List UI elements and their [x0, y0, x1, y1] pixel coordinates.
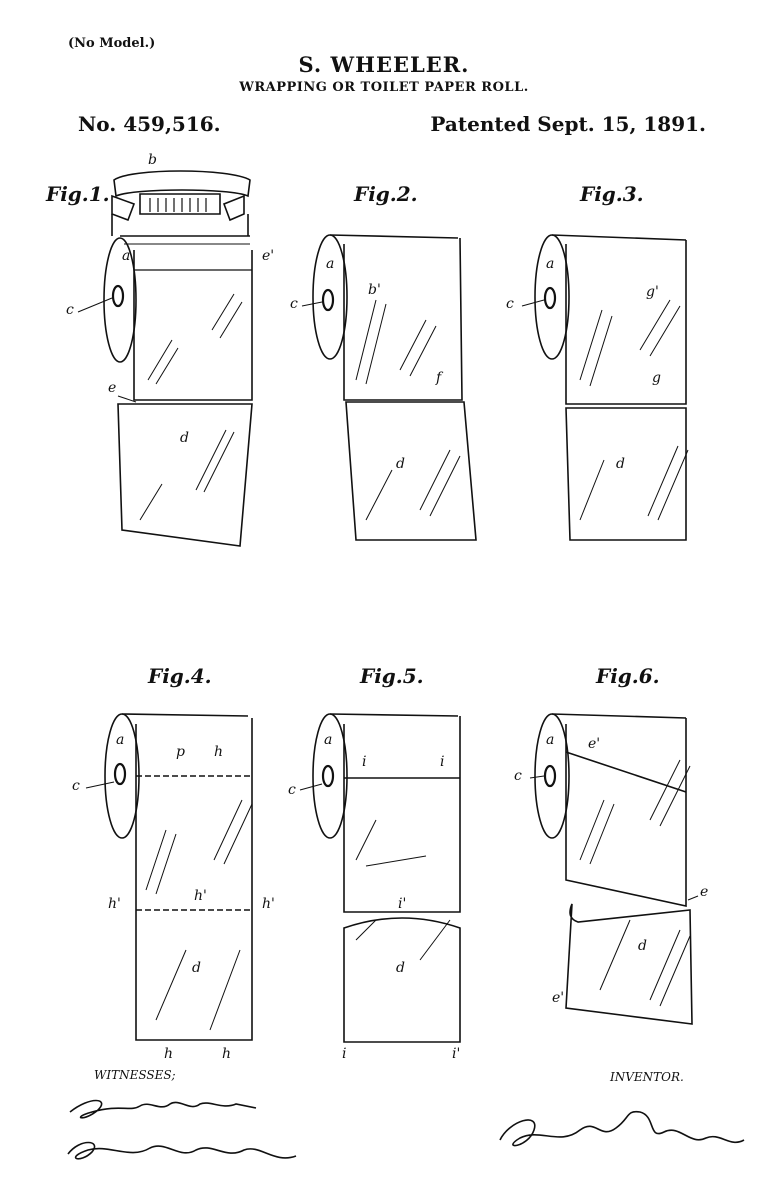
fig5-ref-i-left: i	[362, 754, 366, 770]
fig3-sheet-d	[566, 408, 686, 540]
fig5-ref-i-right: i	[440, 754, 444, 770]
fig1-hatching	[140, 294, 242, 520]
fig4-ref-p: p	[176, 744, 185, 760]
fig2-ref-a: a	[326, 256, 334, 272]
witness-signature-2	[68, 1143, 296, 1159]
fig3-ref-g-prime: g'	[646, 284, 659, 300]
fig2-roll-core	[323, 290, 333, 310]
fig2-roll-end	[313, 235, 347, 359]
fig1-label: Fig.1.	[46, 182, 110, 206]
fig6-drawing	[535, 714, 692, 1024]
fig5-ref-d: d	[396, 960, 405, 976]
fig5-ref-a: a	[324, 732, 332, 748]
fig4-roll-top	[122, 714, 248, 716]
fig4-drawing	[105, 714, 252, 1040]
fig5-ref-i-bottom: i	[342, 1046, 346, 1062]
fig6-ref-c: c	[514, 768, 522, 784]
witnesses-label: WITNESSES;	[94, 1068, 176, 1082]
inventor-label: INVENTOR.	[610, 1070, 684, 1084]
fig5-ref-i-prime-bottom: i'	[452, 1046, 460, 1062]
fig1-sheet-d	[118, 404, 252, 546]
fig1-ref-d: d	[180, 430, 189, 446]
fig2-sheet-top	[344, 238, 462, 400]
fig2-ref-b-prime: b'	[368, 282, 381, 298]
fig4-ref-h-top: h	[214, 744, 223, 760]
fig2-ref-d: d	[396, 456, 405, 472]
fig5-sheet-d	[344, 918, 460, 1042]
fig5-roll-top	[330, 714, 458, 716]
fig6-roll-top	[552, 714, 686, 718]
signatures	[68, 1101, 744, 1159]
fig2-drawing	[313, 235, 476, 540]
fig5-label: Fig.5.	[360, 664, 424, 688]
fig5-roll-core	[323, 766, 333, 786]
fig4-ref-h-prime-right: h'	[262, 896, 275, 912]
fig3-roll-core	[545, 288, 555, 308]
fig1-roll-core	[113, 286, 123, 306]
fig4-ref-d: d	[192, 960, 201, 976]
fig3-ref-c: c	[506, 296, 514, 312]
fig1-holder-teeth	[150, 198, 206, 212]
fig1-holder-bar	[140, 194, 220, 214]
fig1-ref-b: b	[148, 152, 157, 168]
fig4-ref-h-prime-left: h'	[108, 896, 121, 912]
witness-signature-1	[70, 1101, 256, 1118]
fig6-ref-a: a	[546, 732, 554, 748]
fig2-hatching	[356, 300, 460, 520]
fig2-roll-top	[330, 235, 458, 238]
fig4-ref-h-bottom-right: h	[222, 1046, 231, 1062]
fig1-sheet-top	[134, 250, 252, 400]
fig1-roll-end	[104, 238, 136, 362]
fig2-ref-c: c	[290, 296, 298, 312]
fig2-label: Fig.2.	[354, 182, 418, 206]
fig1-ref-e: e	[108, 380, 116, 396]
fig4-ref-h-prime-middle: h'	[194, 888, 207, 904]
inventor-signature	[500, 1112, 744, 1146]
fig3-ref-g: g	[652, 370, 661, 386]
fig1-ref-a: a	[122, 248, 130, 264]
fig5-ref-c: c	[288, 782, 296, 798]
fig6-sheet-top	[566, 718, 686, 906]
fig4-ref-h-bottom-left: h	[164, 1046, 173, 1062]
fig5-ref-i-prime-top: i'	[398, 896, 406, 912]
fig6-label: Fig.6.	[596, 664, 660, 688]
fig1-holder-left-clip	[112, 196, 134, 220]
fig1-drawing	[104, 171, 252, 546]
fig3-hatching	[580, 300, 688, 520]
fig3-roll-end	[535, 235, 569, 359]
fig2-sheet-d	[346, 402, 476, 540]
fig1-holder-right-clip	[224, 196, 244, 220]
fig4-ref-c: c	[72, 778, 80, 794]
fig2-ref-f: f	[436, 370, 441, 386]
leader-lines	[78, 298, 698, 900]
fig3-sheet-top	[566, 240, 686, 404]
fig3-ref-a: a	[546, 256, 554, 272]
fig6-hatching	[580, 760, 690, 1006]
fig5-drawing	[313, 714, 460, 1042]
fig6-ref-e: e	[700, 884, 708, 900]
fig6-roll-core	[545, 766, 555, 786]
fig4-roll-core	[115, 764, 125, 784]
fig6-ref-d: d	[638, 938, 647, 954]
fig6-diagonal-perforation	[566, 752, 686, 792]
fig4-ref-a: a	[116, 732, 124, 748]
fig5-sheet-top	[344, 716, 460, 912]
fig1-ref-e-prime: e'	[262, 248, 274, 264]
fig6-ref-e-prime-bottom: e'	[552, 990, 564, 1006]
fig1-holder-bracket	[114, 171, 250, 196]
fig6-ref-e-prime-top: e'	[588, 736, 600, 752]
fig4-hatching	[146, 800, 252, 1030]
fig3-roll-top	[552, 235, 686, 240]
fig3-ref-d: d	[616, 456, 625, 472]
fig1-ref-c: c	[66, 302, 74, 318]
fig3-drawing	[535, 235, 688, 540]
fig4-label: Fig.4.	[148, 664, 212, 688]
fig5-hatching	[356, 820, 450, 960]
fig4-sheet	[136, 718, 252, 1040]
fig3-label: Fig.3.	[580, 182, 644, 206]
